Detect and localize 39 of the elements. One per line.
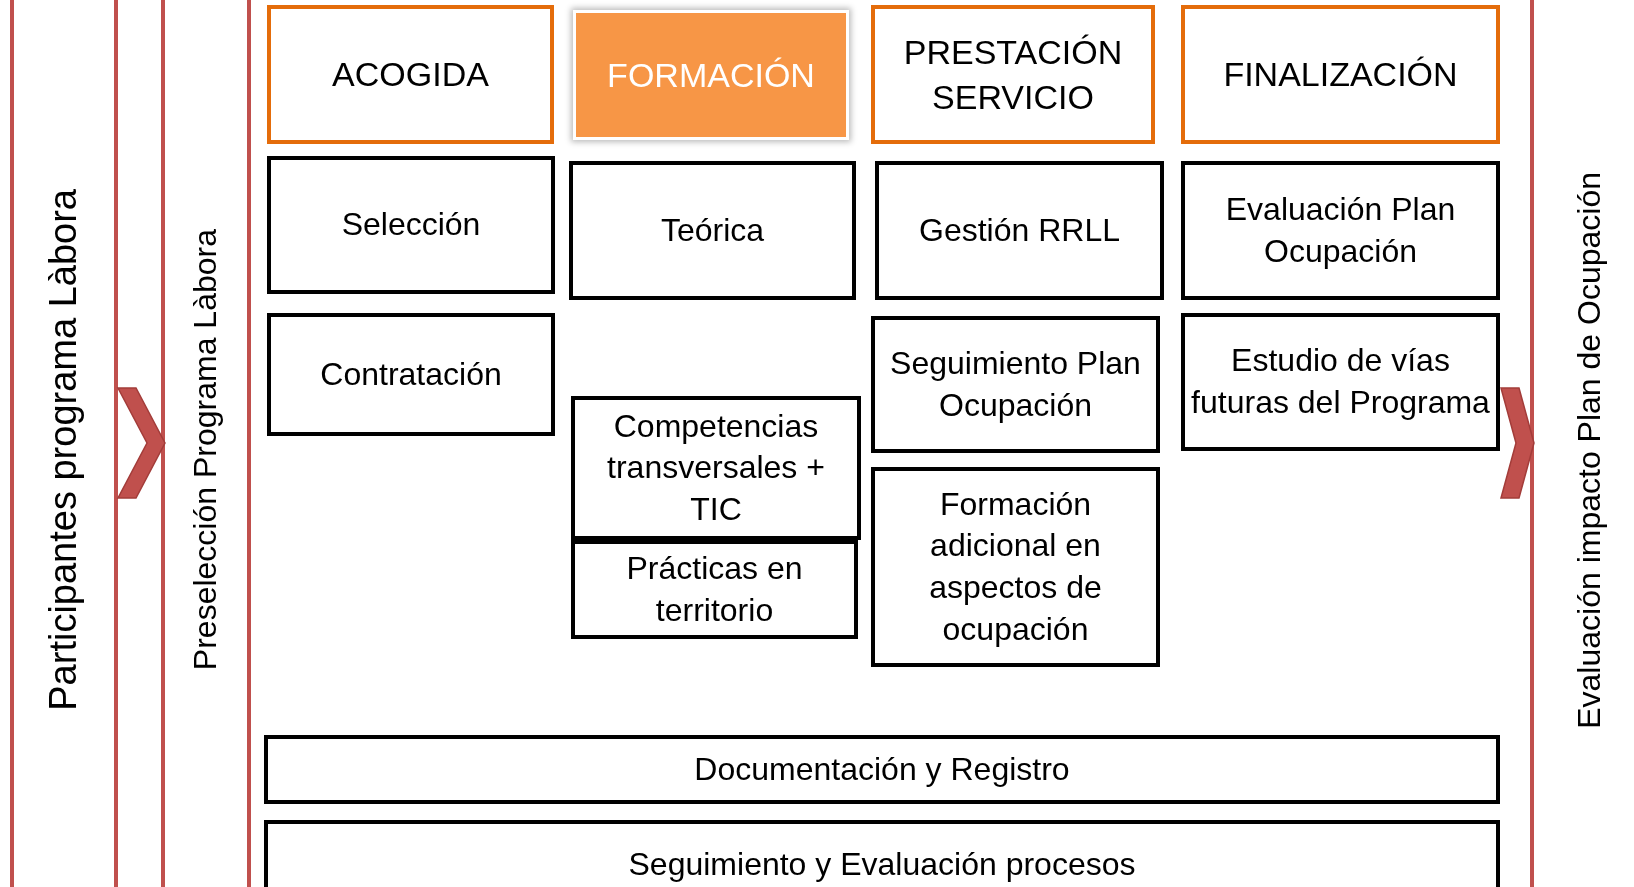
box-label: FINALIZACIÓN bbox=[1222, 54, 1459, 96]
activity-box bbox=[264, 735, 1500, 804]
box-label: Competencias transversales + TIC bbox=[606, 406, 826, 529]
box-label: FORMACIÓN bbox=[606, 54, 816, 96]
phase-header-box bbox=[1181, 5, 1500, 144]
box-label: PRESTACIÓN SERVICIO bbox=[902, 32, 1124, 118]
activity-box bbox=[569, 161, 856, 300]
activity-box bbox=[871, 467, 1160, 667]
activity-box bbox=[571, 396, 861, 540]
activity-box bbox=[267, 156, 555, 294]
phase-header-box bbox=[871, 5, 1155, 144]
stage-band bbox=[161, 0, 251, 887]
box-label: ACOGIDA bbox=[331, 54, 490, 96]
box-label: Contratación bbox=[319, 354, 503, 394]
phase-header-box bbox=[267, 5, 554, 144]
box-label: Formación adicional en aspectos de ocupación bbox=[928, 484, 1103, 649]
phase-header-box bbox=[573, 10, 849, 140]
stage-band bbox=[10, 0, 118, 887]
activity-box bbox=[571, 540, 858, 639]
band-label: Evaluación impacto Plan de Ocupación bbox=[1570, 171, 1609, 729]
activity-box bbox=[1181, 313, 1500, 451]
box-label: Evaluación Plan Ocupación bbox=[1224, 189, 1457, 271]
band-label: Preselección Programa Làbora bbox=[186, 229, 225, 671]
activity-box bbox=[871, 316, 1160, 453]
box-label: Gestión RRLL bbox=[918, 210, 1121, 250]
box-label: Documentación y Registro bbox=[693, 749, 1071, 789]
activity-box bbox=[1181, 161, 1500, 300]
box-label: Prácticas en territorio bbox=[625, 548, 804, 630]
activity-box bbox=[875, 161, 1164, 300]
chevron-arrow bbox=[1500, 387, 1535, 499]
box-label: Selección bbox=[340, 205, 482, 245]
activity-box bbox=[264, 820, 1500, 887]
band-label: Participantes programa Làbora bbox=[41, 189, 86, 711]
activity-box bbox=[267, 313, 555, 436]
box-label: Seguimiento y Evaluación procesos bbox=[627, 845, 1137, 885]
box-label: Teórica bbox=[659, 210, 766, 250]
chevron-arrow bbox=[116, 387, 166, 499]
box-label: Seguimiento Plan Ocupación bbox=[889, 343, 1142, 425]
box-label: Estudio de vías futuras del Programa bbox=[1190, 341, 1491, 422]
